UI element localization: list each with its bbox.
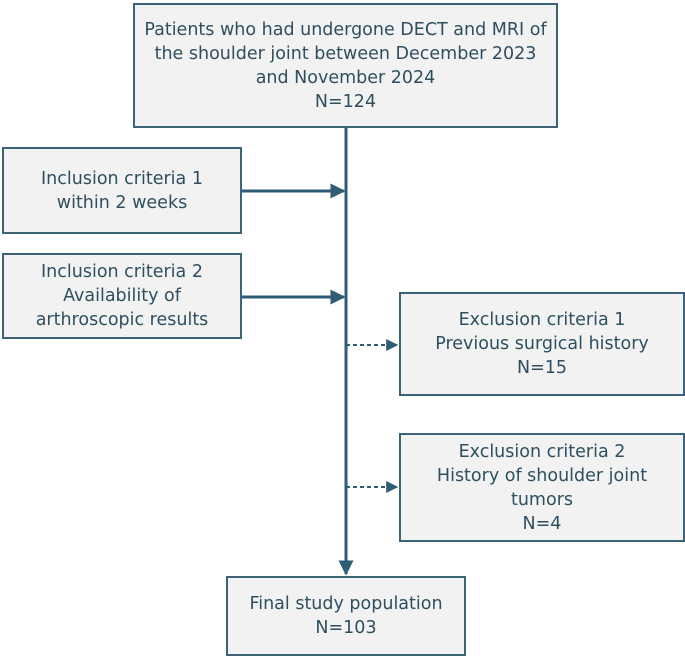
final-count: N=103	[315, 618, 377, 638]
exclusion-2-count: N=4	[522, 513, 562, 534]
exclusion-criteria-1-box: Exclusion criteria 1 Previous surgical h…	[399, 292, 685, 396]
final-title: Final study population	[249, 594, 443, 614]
exclusion-1-count: N=15	[516, 358, 568, 378]
inclusion-1-title: Inclusion criteria 1	[41, 168, 203, 189]
source-line-3: and November 2024	[255, 67, 436, 88]
inclusion-1-detail: within 2 weeks	[56, 192, 188, 213]
source-line-1: Patients who had undergone DECT and MRI …	[144, 19, 547, 40]
source-count: N=124	[314, 91, 377, 112]
final-population-box: Final study population N=103	[226, 576, 466, 656]
exclusion-2-detail-1: History of shoulder joint	[436, 465, 648, 486]
exclusion-2-detail-2: tumors	[510, 489, 574, 510]
exclusion-2-title: Exclusion criteria 2	[458, 441, 626, 462]
inclusion-2-detail-1: Availability of	[63, 286, 181, 306]
inclusion-2-title: Inclusion criteria 2	[41, 262, 203, 282]
exclusion-1-detail: Previous surgical history	[435, 334, 649, 354]
source-line-2: the shoulder joint between December 2023	[154, 43, 537, 64]
exclusion-1-title: Exclusion criteria 1	[458, 310, 626, 330]
inclusion-criteria-1-box: Inclusion criteria 1 within 2 weeks	[2, 147, 242, 234]
inclusion-criteria-2-box: Inclusion criteria 2 Availability of art…	[2, 253, 242, 339]
source-population-box: Patients who had undergone DECT and MRI …	[133, 3, 558, 128]
inclusion-2-detail-2: arthroscopic results	[35, 310, 209, 330]
exclusion-criteria-2-box: Exclusion criteria 2 History of shoulder…	[399, 433, 685, 542]
